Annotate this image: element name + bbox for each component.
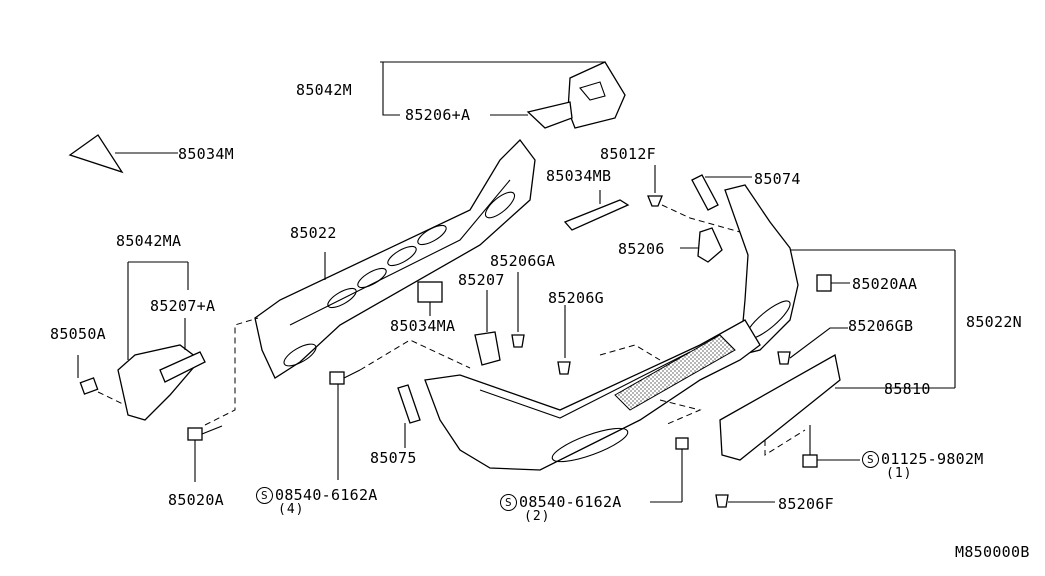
lower-cover-85810 <box>719 353 955 461</box>
bolt-01125-qty: (1) <box>886 466 913 481</box>
bracket-85207 <box>474 290 501 366</box>
pad-85034M <box>68 134 178 174</box>
bolt-01125-number: 01125-9802M <box>881 450 984 468</box>
strip-85075 <box>397 384 421 448</box>
label-85034MB: 85034MB <box>546 167 612 185</box>
clip-85206G <box>557 305 571 375</box>
label-85206GA: 85206GA <box>490 252 556 270</box>
standard-part-symbol: S <box>256 487 273 504</box>
strip-85074 <box>691 174 752 211</box>
label-85034M: 85034M <box>178 145 234 163</box>
bracket-85206 <box>680 227 723 263</box>
diagram-code: M850000B <box>955 543 1030 561</box>
label-85074: 85074 <box>754 170 801 188</box>
label-85206G: 85206G <box>548 289 604 307</box>
label-85042M: 85042M <box>296 81 352 99</box>
bolt-08540-4-number: 08540-6162A <box>275 486 378 504</box>
nut-85020AA <box>816 274 850 292</box>
label-85206A: 85206+A <box>405 106 471 124</box>
reinforcement-85022 <box>254 139 536 379</box>
bolt-85020A <box>187 317 259 482</box>
bolt-08540-4-qty: (4) <box>278 502 305 517</box>
pad-85034MB <box>563 190 630 231</box>
clip-85206GA <box>511 272 525 348</box>
label-85810: 85810 <box>884 380 931 398</box>
label-85075: 85075 <box>370 449 417 467</box>
label-85020A: 85020A <box>168 491 224 509</box>
label-85206: 85206 <box>618 240 665 258</box>
standard-part-symbol: S <box>500 494 517 511</box>
label-85050A: 85050A <box>50 325 106 343</box>
label-85012F: 85012F <box>600 145 656 163</box>
bracket-85042MA <box>117 261 206 421</box>
clip-85012F <box>647 165 741 233</box>
bolt-08540-2 <box>650 437 689 503</box>
bumper-fascia <box>424 319 761 471</box>
bracket-85042M <box>380 61 626 129</box>
clip-85206GB <box>777 327 848 365</box>
standard-part-symbol: S <box>862 451 879 468</box>
clip-85206F <box>715 494 775 508</box>
label-85207: 85207 <box>458 271 505 289</box>
bolt-85050A <box>77 355 126 406</box>
pad-85034MA <box>417 281 443 316</box>
label-85022: 85022 <box>290 224 337 242</box>
bolt-01125 <box>802 425 860 468</box>
label-85207A: 85207+A <box>150 297 216 315</box>
label-85034MA: 85034MA <box>390 317 456 335</box>
bumper-side-85022N <box>724 184 956 388</box>
label-85020AA: 85020AA <box>852 275 918 293</box>
label-85206F: 85206F <box>778 495 834 513</box>
label-85042MA: 85042MA <box>116 232 182 250</box>
bolt-08540-2-qty: (2) <box>524 509 551 524</box>
label-85206GB: 85206GB <box>848 317 914 335</box>
bolt-08540-4 <box>329 339 471 480</box>
bolt-08540-2-number: 08540-6162A <box>519 493 622 511</box>
label-85022N: 85022N <box>966 313 1022 331</box>
